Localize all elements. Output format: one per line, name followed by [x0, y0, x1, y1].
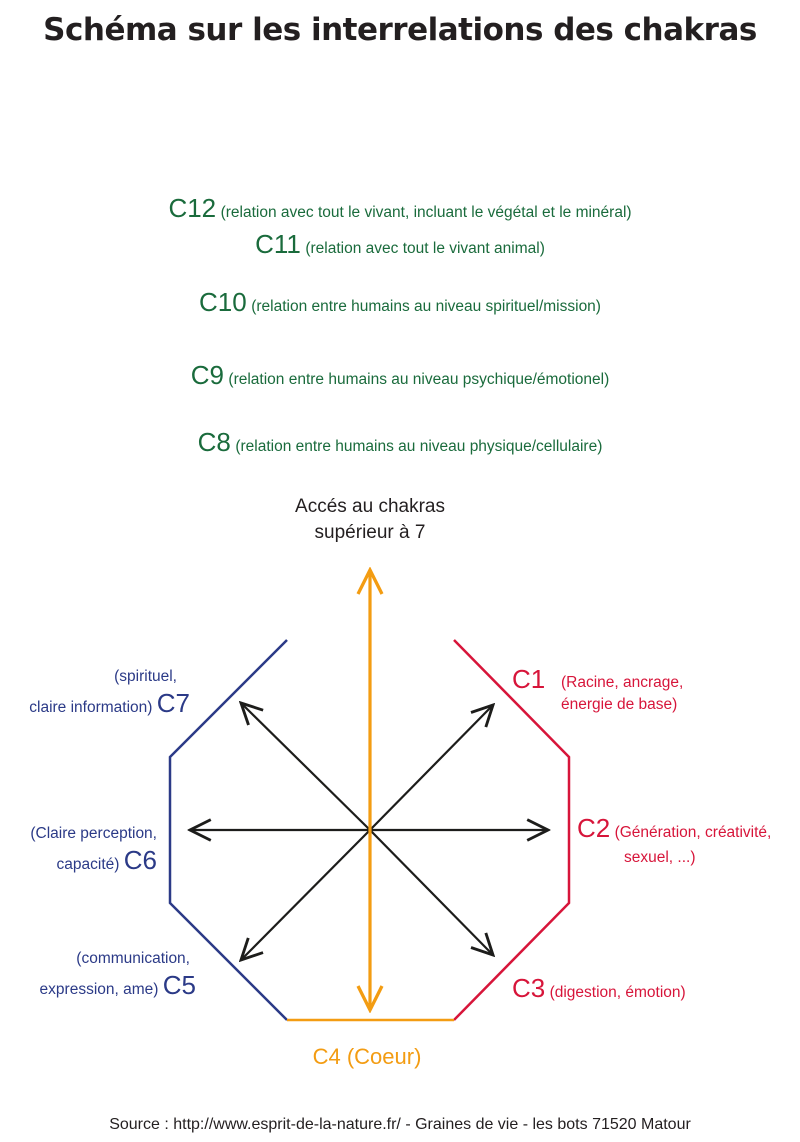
- chakra-c7-label: (spirituel, claire information) C7: [0, 663, 190, 721]
- access-higher-chakras-label: Accés au chakras supérieur à 7: [250, 494, 490, 546]
- chakra-code: C9: [190, 360, 224, 390]
- chakra-c6-line2: capacité): [56, 856, 120, 873]
- chakra-c4-label: C4 (Coeur): [0, 1043, 734, 1070]
- chakra-c3-description: (digestion, émotion): [549, 984, 686, 1001]
- chakra-c8: C8 (relation entre humains au niveau phy…: [0, 427, 800, 458]
- page-title: Schéma sur les interrelations des chakra…: [43, 12, 757, 48]
- chakra-description: (relation avec tout le vivant animal): [305, 240, 545, 257]
- chakra-c6-code: C6: [123, 845, 157, 875]
- chakra-c2-label: C2 (Génération, créativité,: [577, 815, 771, 846]
- chakra-c1-line1: (Racine, ancrage,: [561, 674, 684, 691]
- chakra-c10: C10 (relation entre humains au niveau sp…: [0, 287, 800, 318]
- chakra-c7-line1: (spirituel,: [114, 668, 177, 685]
- chakra-c1-label: C1: [512, 666, 545, 697]
- source-footer: Source : http://www.esprit-de-la-nature.…: [109, 1116, 691, 1133]
- chakra-c3-code: C3: [512, 973, 546, 1003]
- chakra-c5-label: (communication, expression, ame) C5: [0, 945, 196, 1003]
- chakra-c6-line1: (Claire perception,: [30, 825, 157, 842]
- chakra-c2-line1: (Génération, créativité,: [614, 824, 772, 841]
- right-side-outline: [453, 639, 571, 1021]
- arrow-to-c7: [241, 703, 371, 831]
- chakra-c9: C9 (relation entre humains au niveau psy…: [0, 360, 800, 391]
- left-side-outline: [168, 639, 288, 1021]
- chakra-c7-code: C7: [156, 688, 190, 718]
- chakra-code: C12: [168, 193, 217, 223]
- arrow-to-c1: [369, 705, 493, 831]
- chakra-c4-code: C4: [312, 1044, 341, 1069]
- chakra-code: C8: [197, 427, 231, 457]
- chakra-c12: C12 (relation avec tout le vivant, inclu…: [0, 193, 800, 224]
- chakra-description: (relation entre humains au niveau spirit…: [251, 298, 601, 315]
- access-line-1: Accés au chakras: [295, 496, 445, 517]
- chakra-code: C11: [255, 229, 301, 259]
- chakra-c3-label: C3 (digestion, émotion): [512, 975, 686, 1006]
- arrow-to-c5: [241, 829, 371, 960]
- chakra-c5-line2: expression, ame): [39, 981, 159, 998]
- chakra-c5-code: C5: [162, 970, 196, 1000]
- chakra-c1-line2: énergie de base): [561, 696, 678, 713]
- chakra-c1-description: (Racine, ancrage, énergie de base): [561, 672, 683, 716]
- arrow-to-c3: [369, 829, 493, 955]
- chakra-code: C10: [199, 287, 247, 317]
- chakra-description: (relation entre humains au niveau physiq…: [235, 438, 603, 455]
- chakra-description: (relation avec tout le vivant, incluant …: [220, 204, 632, 221]
- chakra-c6-label: (Claire perception, capacité) C6: [0, 820, 157, 878]
- chakra-c7-line2: claire information): [29, 699, 153, 716]
- chakra-c1-code: C1: [512, 664, 546, 694]
- chakra-c2-code: C2: [577, 813, 611, 843]
- chakra-c4-description: (Coeur): [346, 1044, 422, 1069]
- chakra-c5-line1: (communication,: [76, 950, 190, 967]
- chakra-c11: C11 (relation avec tout le vivant animal…: [0, 229, 800, 260]
- chakra-c2-line2: sexuel, ...): [624, 849, 696, 866]
- access-line-2: supérieur à 7: [314, 522, 426, 543]
- chakra-description: (relation entre humains au niveau psychi…: [228, 371, 610, 388]
